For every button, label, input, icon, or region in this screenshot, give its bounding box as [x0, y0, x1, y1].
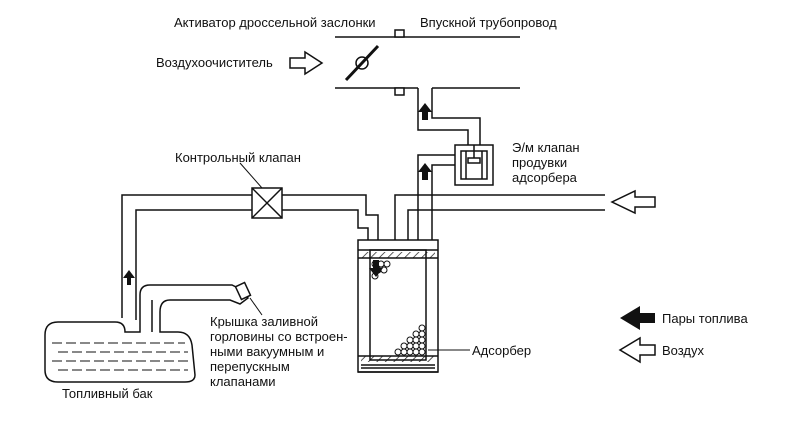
purge-valve-label-line-1: Э/м клапан	[512, 140, 580, 155]
check-valve-label: Контрольный клапан	[175, 150, 301, 165]
filler-cap-label-line-1: Крышка заливной	[210, 314, 319, 329]
fuel-level	[52, 342, 188, 371]
vapour-arrow-purge-1	[418, 103, 432, 120]
vent-line	[121, 194, 379, 320]
purge-valve	[417, 144, 494, 248]
filler-cap-label: Крышка заливной горловины со встроен- ны…	[210, 314, 348, 389]
manifold-to-purge-pipe	[417, 88, 481, 145]
throttle-actuator-label: Активатор дроссельной заслонки	[174, 15, 376, 30]
purge-valve-label: Э/м клапан продувки адсорбера	[512, 140, 580, 185]
legend-vapour-arrow	[620, 306, 655, 330]
filler-cap-label-line-4: перепускным	[210, 359, 290, 374]
legend-air-label: Воздух	[662, 343, 705, 358]
legend-air-arrow	[618, 336, 656, 364]
filler-cap-label-line-2: горловины со встроен-	[210, 329, 348, 344]
purge-valve-label-line-3: адсорбера	[512, 170, 577, 185]
filler-cap-label-line-5: клапанами	[210, 374, 276, 389]
legend-fuel-vapor-label: Пары топлива	[662, 311, 748, 326]
vapour-arrow-purge-2	[418, 163, 432, 180]
leader-filler-cap	[249, 297, 263, 316]
check-valve	[251, 187, 283, 219]
adsorber-label: Адсорбер	[472, 343, 532, 358]
air-cleaner-label: Воздухоочиститель	[156, 55, 273, 70]
intake-manifold	[335, 29, 520, 96]
fuel-tank	[44, 281, 252, 383]
air-inlet-arrow	[289, 50, 324, 76]
adsorber-canister	[357, 239, 439, 373]
filler-cap-label-line-3: ными вакуумным и	[210, 344, 325, 359]
fuel-tank-label: Топливный бак	[62, 386, 153, 401]
vapour-arrow-tank	[123, 270, 135, 285]
vapour-arrow-canister	[369, 260, 383, 277]
throttle-valve	[344, 44, 380, 82]
intake-manifold-label: Впускной трубопровод	[420, 15, 557, 30]
purge-valve-label-line-2: продувки	[512, 155, 568, 170]
fresh-air-pipe	[394, 189, 656, 248]
leader-check-valve	[239, 162, 263, 189]
